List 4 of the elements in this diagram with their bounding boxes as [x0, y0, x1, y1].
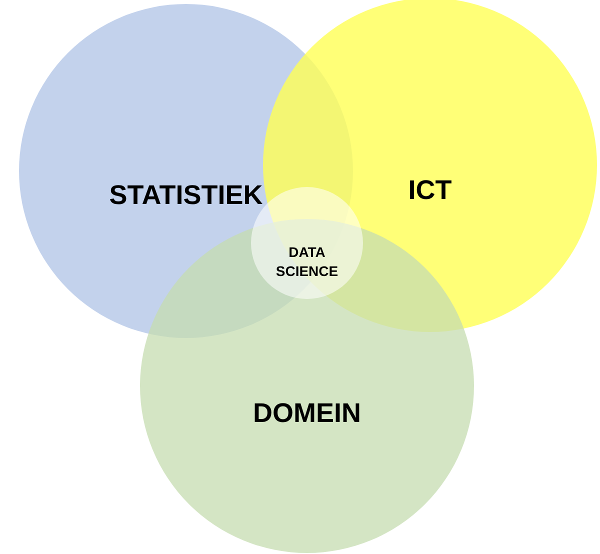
circle-label: ICT: [407, 174, 453, 207]
circle-label: DOMEIN: [252, 397, 362, 430]
circle-label: STATISTIEK: [108, 179, 264, 212]
circle-label: DATA SCIENCE: [274, 243, 340, 281]
